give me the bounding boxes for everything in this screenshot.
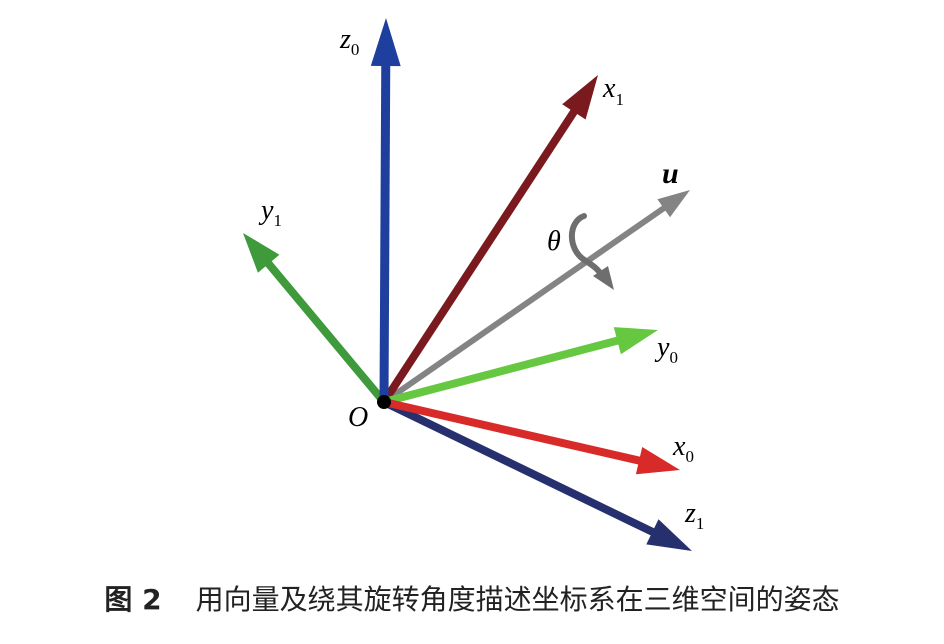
origin-label: O xyxy=(348,402,368,433)
z1-axis-arrow xyxy=(380,398,692,551)
rotation-direction-arrow xyxy=(568,213,614,290)
x1-axis-label: x1 xyxy=(602,73,624,109)
rotation-axis-u-arrow xyxy=(381,190,690,405)
caption-text: 用向量及绕其旋转角度描述坐标系在三维空间的姿态 xyxy=(195,583,840,616)
figure-caption: 图 2 用向量及绕其旋转角度描述坐标系在三维空间的姿态 xyxy=(0,574,944,622)
x0-axis-arrow xyxy=(380,398,680,475)
x0-axis-label: x0 xyxy=(672,431,694,466)
x1-axis-arrow xyxy=(380,75,598,406)
z0-axis-label: z0 xyxy=(339,24,359,59)
theta-label: θ xyxy=(547,226,561,257)
figure-number: 图 2 xyxy=(104,583,162,616)
origin-point xyxy=(377,395,391,409)
y0-axis-arrow xyxy=(380,327,658,406)
y0-axis-label: y0 xyxy=(654,332,678,367)
rotation-axis-label: u xyxy=(662,157,679,190)
z1-axis-label: z1 xyxy=(684,498,704,533)
y1-axis-arrow xyxy=(243,233,388,406)
z0-axis-arrow xyxy=(370,18,401,407)
y1-axis-label: y1 xyxy=(258,195,282,230)
